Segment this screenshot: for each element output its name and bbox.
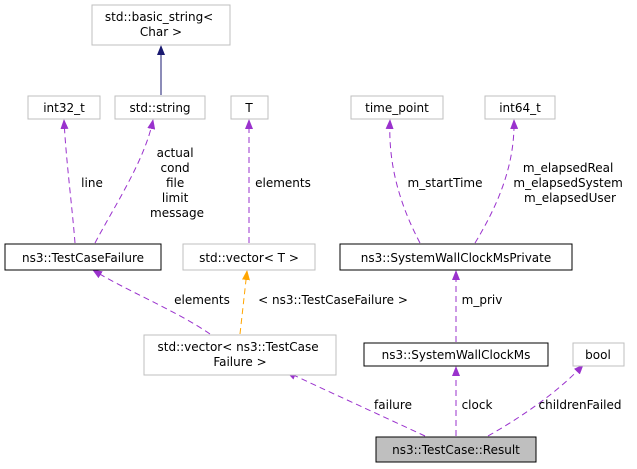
edge-label-line: line (81, 176, 103, 190)
svg-text:std::basic_string< Cha: std::basic_string< Char > (105, 10, 217, 39)
svg-text:T: T (244, 101, 253, 115)
edge-label-elapsed: m_elapsedReal m_elapsedSystem m_elapsedU… (513, 161, 626, 205)
edge-vector-failure-to-test-case-failure (92, 269, 211, 335)
svg-text:ns3::SystemWallClockMsPrivate: ns3::SystemWallClockMsPrivate (361, 251, 552, 265)
edge-label-failure: failure (374, 398, 412, 412)
edge-label-m-priv: m_priv (462, 293, 503, 307)
edge-label-template-arg: < ns3::TestCaseFailure > (258, 293, 408, 307)
node-int64[interactable]: int64_t (484, 95, 556, 120)
edge-label-children-failed: childrenFailed (539, 398, 622, 412)
svg-text:int64_t: int64_t (499, 101, 541, 115)
edge-label-string-members: actual cond file limit message (150, 146, 204, 220)
edge-wall-clock-private-to-time-point (385, 119, 421, 244)
svg-text:std::vector< T >: std::vector< T > (199, 251, 299, 265)
node-test-case-failure[interactable]: ns3::TestCaseFailure (4, 243, 162, 271)
edge-test-case-failure-to-int32 (60, 119, 76, 244)
edge-test-case-failure-to-std-string (94, 119, 156, 244)
nodes: std::basic_string< Char > int32_t std::s… (4, 4, 625, 463)
svg-text:bool: bool (585, 348, 611, 362)
svg-text:std::vector< ns3::TestCase: std::vector< ns3::TestCase Failure > (158, 340, 323, 369)
edge-label-elements-t: elements (255, 176, 311, 190)
svg-text:int32_t: int32_t (43, 101, 85, 115)
svg-text:ns3::SystemWallClockMs: ns3::SystemWallClockMs (382, 348, 531, 362)
node-bool[interactable]: bool (572, 342, 625, 367)
edge-label-clock: clock (462, 398, 493, 412)
node-result[interactable]: ns3::TestCase::Result (375, 436, 537, 463)
svg-text:std::string: std::string (129, 101, 190, 115)
edge-labels: line actual cond file limit message elem… (81, 146, 626, 412)
svg-text:ns3::TestCaseFailure: ns3::TestCaseFailure (22, 251, 144, 265)
node-wall-clock-private[interactable]: ns3::SystemWallClockMsPrivate (339, 243, 573, 271)
edge-vector-failure-to-vector-t (239, 270, 250, 335)
node-int32[interactable]: int32_t (27, 95, 101, 120)
edge-label-elements: elements (174, 293, 230, 307)
node-wall-clock[interactable]: ns3::SystemWallClockMs (363, 342, 549, 367)
edge-result-to-bool (487, 364, 584, 437)
edges (60, 45, 584, 437)
node-vector-failure[interactable]: std::vector< ns3::TestCase Failure > (143, 334, 337, 376)
edge-wall-clock-private-to-int64 (474, 119, 519, 244)
node-basic-string[interactable]: std::basic_string< Char > (91, 4, 231, 46)
node-T[interactable]: T (230, 95, 269, 120)
svg-text:time_point: time_point (365, 101, 429, 115)
svg-text:ns3::TestCase::Result: ns3::TestCase::Result (392, 443, 520, 457)
node-std-string[interactable]: std::string (114, 95, 206, 120)
node-vector-t[interactable]: std::vector< T > (182, 243, 316, 271)
edge-label-start-time: m_startTime (407, 176, 482, 190)
node-time-point[interactable]: time_point (350, 95, 444, 120)
